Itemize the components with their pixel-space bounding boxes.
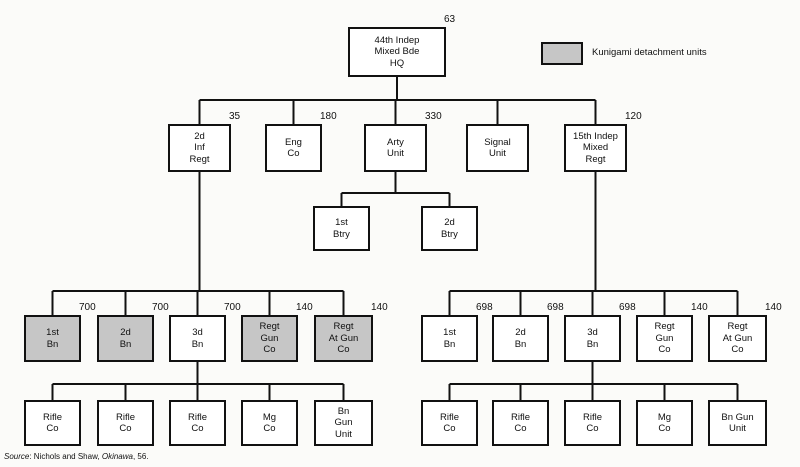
strength-l-bn1: 700 <box>79 302 96 313</box>
strength-l-bn3: 700 <box>224 302 241 313</box>
strength-l-gun: 140 <box>296 302 313 313</box>
unit-box-l-gun: Regt Gun Co <box>241 315 298 362</box>
unit-box-l-rifle2: Rifle Co <box>97 400 154 446</box>
unit-box-l-rifle3: Rifle Co <box>169 400 226 446</box>
unit-box-btry1: 1st Btry <box>313 206 370 251</box>
source-work: Okinawa <box>101 452 133 461</box>
unit-box-r-bn1: 1st Bn <box>421 315 478 362</box>
legend-swatch <box>541 42 583 65</box>
source-page: , 56. <box>132 452 149 461</box>
unit-box-r-bngun: Bn Gun Unit <box>708 400 767 446</box>
unit-box-l-bngun: Bn Gun Unit <box>314 400 373 446</box>
unit-box-r-bn2: 2d Bn <box>492 315 549 362</box>
unit-box-arty: Arty Unit <box>364 124 427 172</box>
unit-box-r-gun: Regt Gun Co <box>636 315 693 362</box>
source-note: Source: Nichols and Shaw, Okinawa, 56. <box>4 452 149 461</box>
strength-r-gun: 140 <box>691 302 708 313</box>
unit-box-l-bn2: 2d Bn <box>97 315 154 362</box>
strength-arty: 330 <box>425 111 442 122</box>
unit-box-r-mg: Mg Co <box>636 400 693 446</box>
strength-l-at: 140 <box>371 302 388 313</box>
source-label: Source <box>4 452 30 461</box>
unit-box-eng: Eng Co <box>265 124 322 172</box>
legend-label: Kunigami detachment units <box>592 47 707 58</box>
unit-box-mixed-regt: 15th Indep Mixed Regt <box>564 124 627 172</box>
source-authors: : Nichols and Shaw, <box>29 452 102 461</box>
unit-box-r-rifle1: Rifle Co <box>421 400 478 446</box>
unit-box-l-at: Regt At Gun Co <box>314 315 373 362</box>
strength-r-bn3: 698 <box>619 302 636 313</box>
unit-box-l-rifle1: Rifle Co <box>24 400 81 446</box>
strength-hq: 63 <box>444 14 456 25</box>
strength-r-bn2: 698 <box>547 302 564 313</box>
unit-box-signal: Signal Unit <box>466 124 529 172</box>
unit-box-inf-regt: 2d Inf Regt <box>168 124 231 172</box>
unit-box-btry2: 2d Btry <box>421 206 478 251</box>
unit-box-l-mg: Mg Co <box>241 400 298 446</box>
strength-eng: 180 <box>320 111 337 122</box>
strength-mixed-regt: 120 <box>625 111 642 122</box>
unit-box-r-at: Regt At Gun Co <box>708 315 767 362</box>
strength-r-bn1: 698 <box>476 302 493 313</box>
strength-r-at: 140 <box>765 302 782 313</box>
unit-box-l-bn3: 3d Bn <box>169 315 226 362</box>
unit-box-r-bn3: 3d Bn <box>564 315 621 362</box>
strength-l-bn2: 700 <box>152 302 169 313</box>
unit-box-l-bn1: 1st Bn <box>24 315 81 362</box>
unit-box-r-rifle2: Rifle Co <box>492 400 549 446</box>
unit-box-hq: 44th Indep Mixed Bde HQ <box>348 27 446 77</box>
unit-box-r-rifle3: Rifle Co <box>564 400 621 446</box>
strength-inf-regt: 35 <box>229 111 241 122</box>
